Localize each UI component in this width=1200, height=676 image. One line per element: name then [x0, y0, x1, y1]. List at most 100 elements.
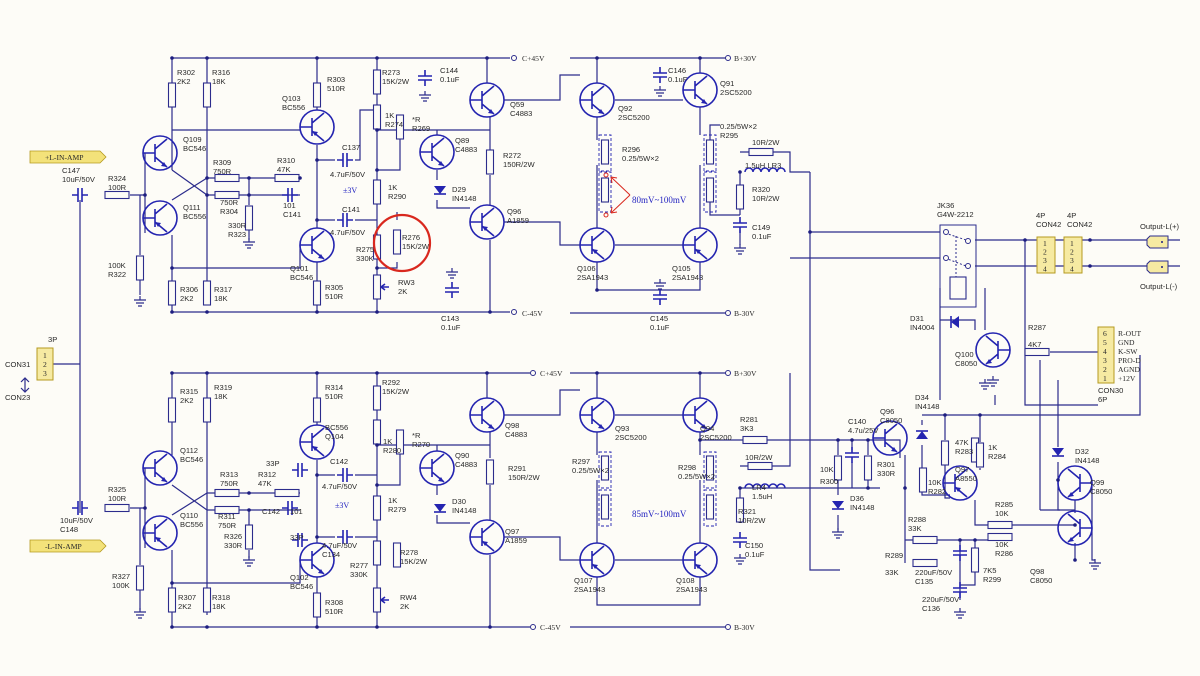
component-label: D29	[452, 185, 466, 194]
component-label: Q93	[615, 424, 629, 433]
component-label: Q100	[955, 350, 974, 359]
pnp-transistor-icon	[469, 519, 505, 555]
wire	[130, 153, 146, 233]
wire	[130, 468, 146, 610]
ground-icon	[954, 608, 966, 619]
component-label: 0.25/5W×2	[678, 472, 715, 481]
resistor-icon	[975, 442, 985, 468]
pnp-transistor-icon	[142, 200, 178, 236]
component-label: 330K	[350, 570, 368, 579]
con42-pin-number: 4	[1070, 265, 1074, 274]
con31-pin-number: 2	[43, 360, 47, 369]
wire	[596, 373, 701, 606]
component-label: 510R	[325, 607, 344, 616]
dual-resistor-box	[598, 451, 612, 489]
con42-pin-number: 1	[1070, 239, 1074, 248]
junction-dot	[315, 158, 319, 162]
wires	[45, 57, 1180, 628]
npn-transistor-icon	[142, 450, 178, 486]
output-terminal-negative[interactable]: Output-L(-)	[1140, 260, 1178, 291]
component-label: 4P	[1067, 211, 1076, 220]
component-label: R286	[995, 549, 1013, 558]
input-tag-negative: -L-IN-AMP	[29, 539, 107, 553]
component-label: R313	[220, 470, 238, 479]
junction-dot	[485, 56, 489, 60]
diode-icon	[832, 501, 844, 510]
rail-terminal	[725, 370, 731, 376]
component-label: R269	[412, 124, 430, 133]
npn-transistor-icon	[872, 420, 908, 456]
junction-dot	[375, 128, 379, 132]
component-label: BC556	[325, 423, 348, 432]
component-label: C8050	[955, 359, 977, 368]
component-label: 101	[283, 201, 296, 210]
junction-dot	[315, 371, 319, 375]
wire	[921, 355, 1141, 496]
ground-icon	[446, 268, 458, 279]
rail-terminal	[725, 624, 731, 630]
wire	[171, 169, 208, 201]
junction-dot	[1073, 523, 1077, 527]
component-label: 510R	[325, 292, 344, 301]
component-label: 1K	[388, 496, 397, 505]
component-label: Q111	[183, 203, 200, 212]
component-label: 6P	[1098, 395, 1107, 404]
ground-icon	[134, 608, 146, 619]
highlight-circle-r276	[372, 213, 432, 273]
con30-pin-label: GND	[1118, 338, 1135, 347]
offset-voltage-note: ±3V	[343, 186, 357, 195]
resistor-icon	[104, 503, 130, 513]
resistor-icon	[167, 587, 177, 613]
component-label: BC546	[180, 455, 203, 464]
resistor-icon	[372, 540, 382, 566]
junction-dot	[315, 625, 319, 629]
ground-icon	[1089, 559, 1101, 570]
component-label: 0.1uF	[441, 323, 461, 332]
resistor-icon	[372, 385, 382, 411]
resistor-icon	[940, 440, 950, 466]
component-label: 15K/2W	[402, 242, 430, 251]
component-label: Q90	[455, 451, 469, 460]
junction-dot	[698, 56, 702, 60]
component-label: 2SA1943	[672, 273, 703, 282]
diode-icon	[916, 430, 928, 439]
rail-terminal	[725, 55, 731, 61]
components	[20, 55, 1101, 630]
component-label: IN4148	[915, 402, 940, 411]
junction-dot	[247, 491, 251, 495]
con30-pin-label: R-OUT	[1118, 329, 1142, 338]
component-label: IN4148	[850, 503, 875, 512]
capacitor-icon	[418, 70, 432, 86]
output-terminal-positive[interactable]: Output-L(+)	[1140, 222, 1180, 249]
component-label: G4W-2212	[937, 210, 974, 219]
component-label: Q110	[180, 511, 198, 520]
component-label: 47K	[955, 438, 969, 447]
wire	[172, 245, 301, 269]
rail-label: B-30V	[734, 623, 755, 632]
component-label: R285	[995, 500, 1013, 509]
component-label: 1.5uH LR3	[745, 161, 781, 170]
component-label: R314	[325, 383, 343, 392]
junction-dot	[595, 371, 599, 375]
npn-transistor-icon	[469, 82, 505, 118]
resistor-icon	[735, 497, 745, 523]
component-label: BC546	[183, 144, 206, 153]
wire	[994, 395, 996, 405]
ground-icon	[734, 244, 746, 255]
component-label: 0.25/5W×2	[720, 122, 757, 131]
component-label: C143	[441, 314, 459, 323]
component-label: R302	[177, 68, 195, 77]
dual-resistor-box	[703, 171, 717, 213]
ground-icon	[734, 554, 746, 565]
component-label: 10uF/50V	[62, 175, 96, 184]
capacitor-icon	[337, 530, 353, 544]
component-label: 10uF/50V	[60, 516, 94, 525]
wire	[436, 445, 470, 524]
component-label: 750R	[213, 167, 232, 176]
component-label: R290	[388, 192, 406, 201]
component-label: 10K	[928, 478, 942, 487]
component-label: R301	[877, 460, 895, 469]
component-label: R295	[720, 131, 738, 140]
component-label: R296	[622, 145, 640, 154]
